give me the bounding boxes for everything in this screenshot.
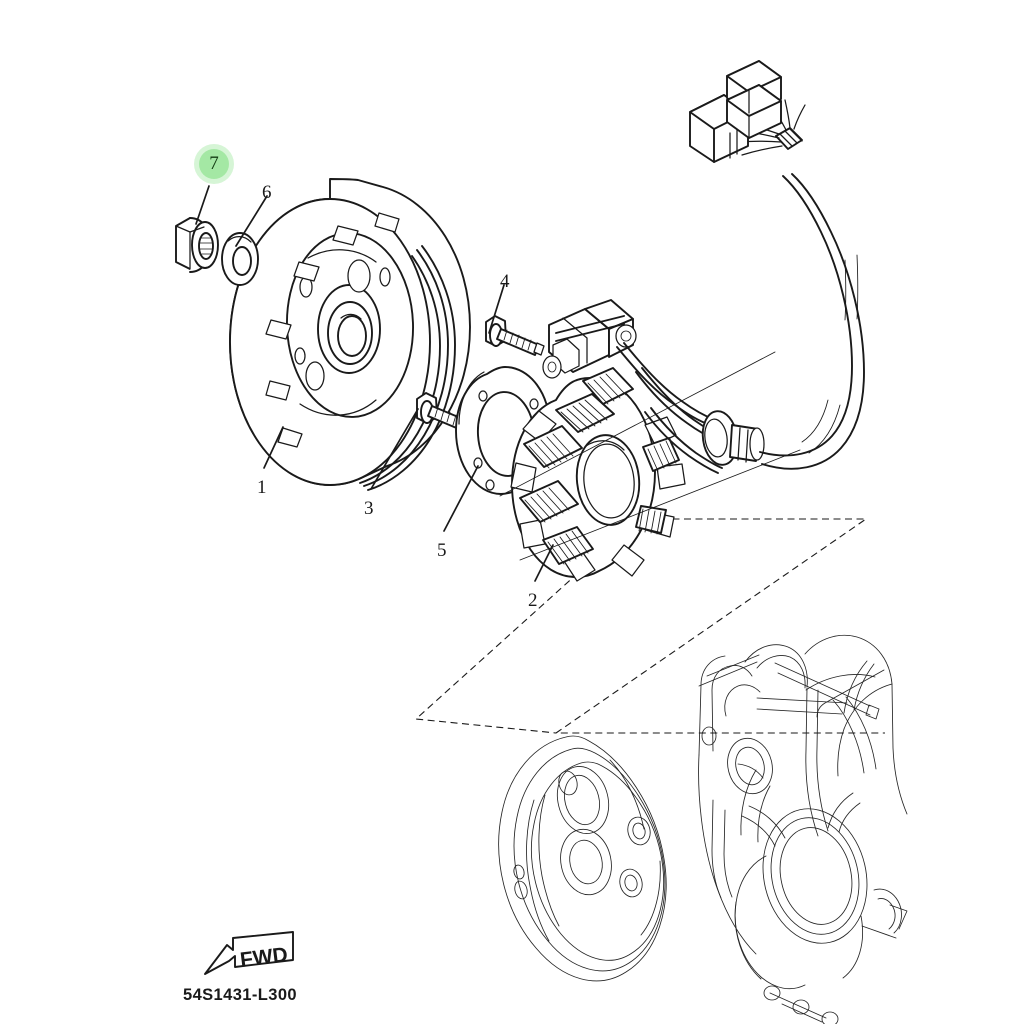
- callout-5-label[interactable]: 5: [437, 540, 447, 561]
- harness-tie: [775, 127, 803, 150]
- fwd-arrow-marker: FWD: [204, 931, 294, 975]
- callout-7-label: 7: [209, 153, 219, 174]
- rotor-flywheel-part-1: [229, 178, 471, 491]
- callout-highlight-core: [199, 149, 229, 179]
- grommet: [701, 410, 765, 466]
- callout-6-label[interactable]: 6: [262, 182, 272, 203]
- callout-3-label[interactable]: 3: [364, 498, 374, 519]
- phantom-boundary-zigzag: [414, 518, 885, 734]
- callout-4-label[interactable]: 4: [500, 271, 510, 292]
- pulser-coil-bracket: [542, 299, 637, 379]
- callout-leader-lines: [195, 185, 554, 582]
- rotor-magnet-slots: [265, 212, 400, 448]
- crankcase-body: [698, 634, 908, 1024]
- callout-2-label[interactable]: 2: [528, 590, 538, 611]
- connector-right: [726, 60, 782, 139]
- wire-harness: [689, 60, 865, 470]
- callout-1-label[interactable]: 1: [257, 477, 267, 498]
- washer-part-6: [221, 232, 259, 286]
- drawing-number: 54S1431-L300: [183, 986, 297, 1004]
- fwd-arrow-text: FWD: [239, 943, 289, 972]
- stator-coil-assembly-part-2: [499, 299, 801, 582]
- crankcase-reference-outline: [498, 634, 908, 1024]
- crankcase-left-cover: [498, 735, 667, 982]
- screw-part-4: [485, 315, 545, 356]
- flange-nut-part-7: [175, 217, 219, 273]
- stator-coil-windings: [519, 367, 680, 565]
